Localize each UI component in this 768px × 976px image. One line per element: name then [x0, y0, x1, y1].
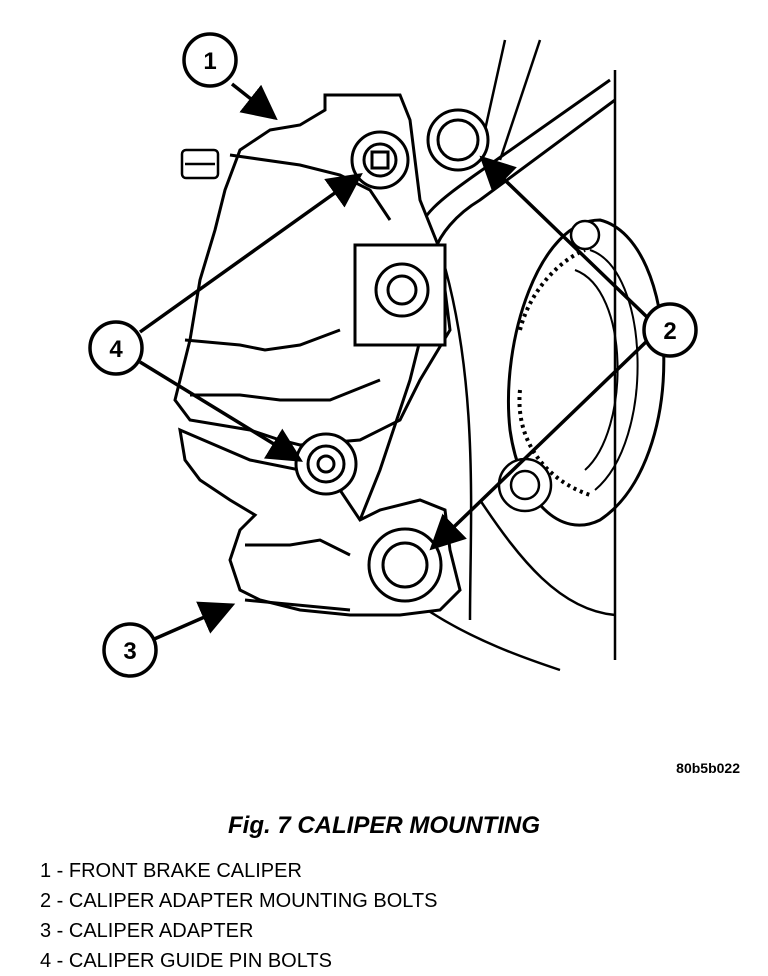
arrow-2-upper	[479, 155, 650, 320]
callout-2: 2	[642, 302, 698, 358]
callout-4-number: 4	[109, 336, 123, 363]
callout-2-number: 2	[663, 318, 676, 345]
arrow-4-upper	[138, 172, 363, 334]
legend-item-4: 4 - CALIPER GUIDE PIN BOLTS	[40, 950, 332, 972]
bleeder-screw	[180, 148, 220, 180]
legend-item-1: 1 - FRONT BRAKE CALIPER	[40, 860, 302, 882]
guide-pin-bolt-upper	[350, 130, 410, 190]
arrow-1	[230, 82, 278, 121]
guide-pin-bolt-lower	[294, 432, 358, 496]
legend-item-3: 3 - CALIPER ADAPTER	[40, 920, 254, 942]
tone-ring	[517, 248, 591, 497]
adapter-mounting-bolt-lower	[367, 527, 443, 603]
callout-3: 3	[102, 622, 158, 678]
figure-title: Fig. 7 CALIPER MOUNTING	[228, 812, 540, 839]
callout-arrows	[138, 82, 650, 642]
callout-4: 4	[88, 320, 144, 376]
caliper-mounting-diagram: 1 2 3 4	[88, 32, 698, 678]
arrow-3	[151, 601, 236, 642]
callout-1-number: 1	[203, 48, 216, 75]
steering-knuckle	[419, 39, 617, 672]
callout-1: 1	[182, 32, 238, 88]
hub-stud	[497, 457, 553, 513]
callout-3-number: 3	[123, 638, 136, 665]
figure-code: 80b5b022	[676, 760, 740, 776]
hose-fitting-bolt	[353, 243, 447, 347]
hub-stud-upper	[569, 219, 601, 251]
legend-item-2: 2 - CALIPER ADAPTER MOUNTING BOLTS	[40, 890, 438, 912]
legend: 1 - FRONT BRAKE CALIPER 2 - CALIPER ADAP…	[40, 856, 437, 976]
arrow-4-lower	[139, 360, 303, 462]
arrow-2-lower	[429, 338, 650, 551]
adapter-mounting-bolt-upper	[426, 108, 490, 172]
